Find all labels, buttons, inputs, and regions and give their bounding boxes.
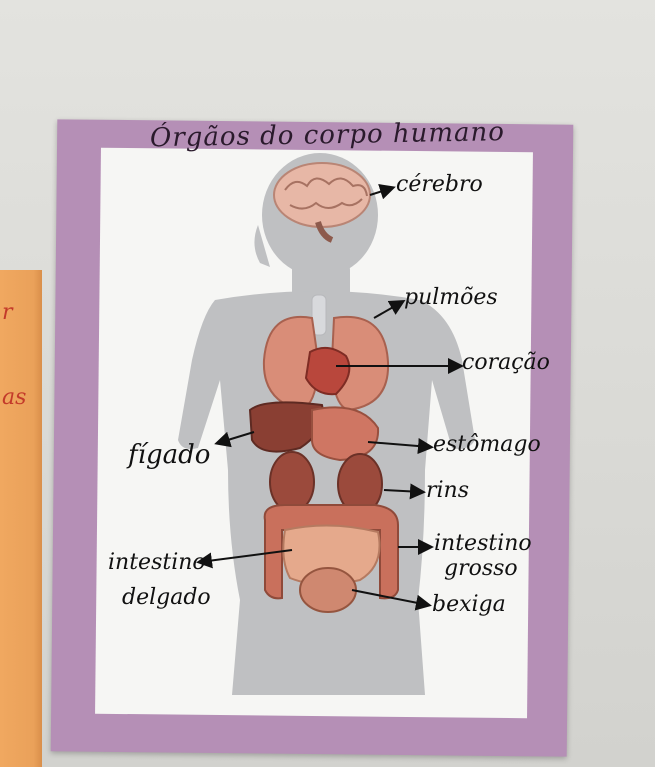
label-cerebro: cérebro xyxy=(396,172,483,197)
label-intestino-delgado-1: intestino xyxy=(108,550,206,575)
label-intestino-grosso-1: intestino xyxy=(434,531,532,556)
label-estomago: estômago xyxy=(433,432,541,457)
label-rins: rins xyxy=(426,478,469,503)
label-bexiga: bexiga xyxy=(432,592,506,617)
label-figado: fígado xyxy=(128,440,210,470)
bladder-organ xyxy=(300,568,356,612)
label-coracao: coração xyxy=(462,350,550,375)
heart-organ xyxy=(306,348,349,394)
label-intestino-delgado-2: delgado xyxy=(122,585,211,610)
label-pulmoes: pulmões xyxy=(404,285,498,310)
label-intestino-grosso-2: grosso xyxy=(444,556,518,581)
